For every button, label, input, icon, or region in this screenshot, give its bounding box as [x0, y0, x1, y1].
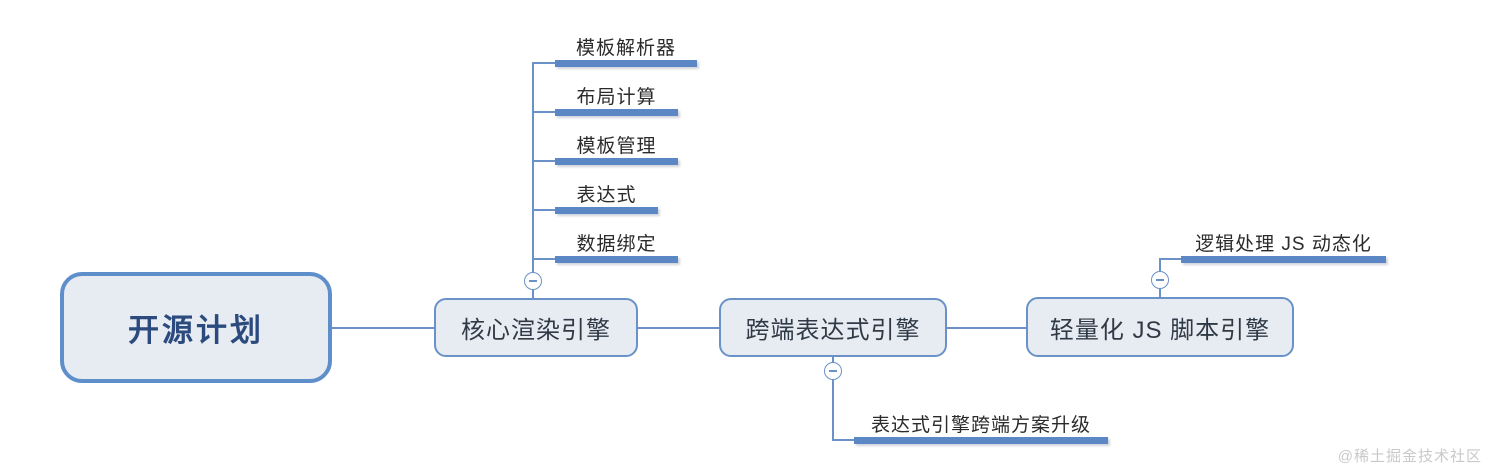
leaf-node-logic-processing-js-dynamic[interactable]: 逻辑处理 JS 动态化 — [1181, 218, 1386, 263]
leaf-node-data-binding[interactable]: 数据绑定 — [555, 218, 678, 263]
connector-elbow-expression — [532, 209, 557, 211]
branch-node-core-render-engine[interactable]: 核心渲染引擎 — [434, 298, 638, 357]
connector-core-render-children-trunk — [532, 62, 534, 274]
leaf-node-logic-processing-js-dynamic-label: 逻辑处理 JS 动态化 — [1195, 234, 1372, 255]
leaf-node-layout-calculation-bar — [555, 109, 678, 116]
root-node-label: 开源计划 — [128, 313, 264, 348]
connector-elbow-template-parser — [532, 62, 557, 64]
connector-core-render-to-cross-platform — [638, 327, 720, 329]
leaf-node-layout-calculation-label: 布局计算 — [576, 87, 657, 108]
leaf-node-expression-bar — [555, 207, 658, 214]
connector-elbow-template-management — [532, 160, 557, 162]
leaf-node-template-management[interactable]: 模板管理 — [555, 120, 678, 165]
leaf-node-expression[interactable]: 表达式 — [555, 169, 658, 214]
leaf-node-template-management-label: 模板管理 — [576, 136, 657, 157]
toggle-core-render-engine[interactable] — [524, 272, 542, 290]
leaf-node-expression-engine-cross-platform-upgrade[interactable]: 表达式引擎跨端方案升级 — [854, 399, 1108, 444]
branch-node-lightweight-js-script-engine[interactable]: 轻量化 JS 脚本引擎 — [1026, 297, 1294, 357]
toggle-lightweight-js-script-engine[interactable] — [1151, 271, 1169, 289]
connector-cross-platform-to-js-engine — [947, 327, 1027, 329]
connector-js-engine-child-trunk — [1159, 258, 1161, 274]
leaf-node-template-parser-label: 模板解析器 — [575, 38, 676, 59]
leaf-node-expression-engine-cross-platform-upgrade-bar — [854, 437, 1108, 444]
leaf-node-layout-calculation[interactable]: 布局计算 — [555, 71, 678, 116]
branch-node-lightweight-js-script-engine-label: 轻量化 JS 脚本引擎 — [1049, 316, 1271, 344]
watermark-text: @稀土掘金技术社区 — [1337, 448, 1482, 465]
leaf-node-template-parser-bar — [555, 60, 697, 67]
leaf-node-template-management-bar — [555, 158, 678, 165]
leaf-node-template-parser[interactable]: 模板解析器 — [555, 22, 697, 67]
leaf-node-logic-processing-js-dynamic-bar — [1181, 256, 1386, 263]
branch-node-cross-platform-expression-engine-label: 跨端表达式引擎 — [745, 317, 921, 344]
connector-elbow-expression-engine-upgrade — [832, 439, 856, 441]
leaf-node-expression-engine-cross-platform-upgrade-label: 表达式引擎跨端方案升级 — [870, 415, 1091, 436]
connector-elbow-logic-processing-js-dynamic — [1159, 258, 1183, 260]
connector-elbow-data-binding — [532, 258, 557, 260]
toggle-cross-platform-expression-engine[interactable] — [824, 362, 842, 380]
connector-root-to-core-render — [332, 327, 435, 329]
connector-elbow-layout-calculation — [532, 111, 557, 113]
root-node-open-source-plan[interactable]: 开源计划 — [60, 272, 332, 383]
leaf-node-data-binding-label: 数据绑定 — [576, 234, 657, 255]
leaf-node-expression-label: 表达式 — [576, 185, 637, 206]
connector-cross-platform-child-trunk — [832, 380, 834, 441]
branch-node-cross-platform-expression-engine[interactable]: 跨端表达式引擎 — [719, 298, 947, 357]
leaf-node-data-binding-bar — [555, 256, 678, 263]
branch-node-core-render-engine-label: 核心渲染引擎 — [461, 317, 611, 344]
